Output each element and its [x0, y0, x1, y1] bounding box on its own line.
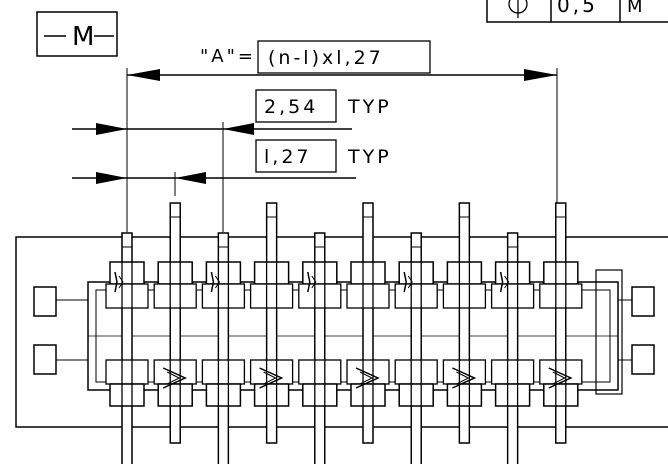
- dimension-a: "A"= (n-l)xl,27: [127, 40, 557, 81]
- datum-m-label: M: [72, 22, 97, 52]
- pin: [298, 232, 342, 464]
- pin: [539, 202, 583, 444]
- pin: [442, 202, 487, 444]
- pitch-dimension: 2,54 TYP: [72, 89, 392, 135]
- datum-m-box: M: [36, 11, 118, 57]
- arrowhead-left-icon: [127, 69, 160, 81]
- dimension-a-formula: (n-l)xl,27: [268, 47, 384, 69]
- pin: [249, 202, 294, 444]
- pin: [105, 232, 149, 464]
- arrowhead-left-icon: [175, 172, 206, 184]
- row-suffix: TYP: [347, 146, 392, 168]
- extension-lines: [126, 68, 558, 232]
- pitch-value: 2,54: [264, 96, 318, 118]
- tolerance-frame: 0,5 M: [486, 0, 668, 23]
- arrowhead-right-icon: [96, 123, 127, 135]
- position-symbol-icon: [508, 0, 528, 18]
- row-value: l,27: [264, 146, 312, 168]
- row-dimension: l,27 TYP: [72, 139, 392, 184]
- pin-row: [105, 202, 583, 464]
- arrowhead-right-icon: [524, 69, 557, 81]
- tolerance-value: 0,5: [557, 0, 598, 17]
- pin: [394, 232, 438, 464]
- pin: [490, 232, 535, 464]
- dimension-a-label: "A"=: [200, 46, 256, 67]
- tolerance-modifier: M: [627, 0, 646, 17]
- arrowhead-left-icon: [223, 123, 254, 135]
- pin: [201, 232, 246, 464]
- pitch-suffix: TYP: [347, 96, 392, 118]
- pin: [153, 202, 197, 444]
- arrowhead-right-icon: [96, 172, 127, 184]
- pin: [346, 202, 390, 444]
